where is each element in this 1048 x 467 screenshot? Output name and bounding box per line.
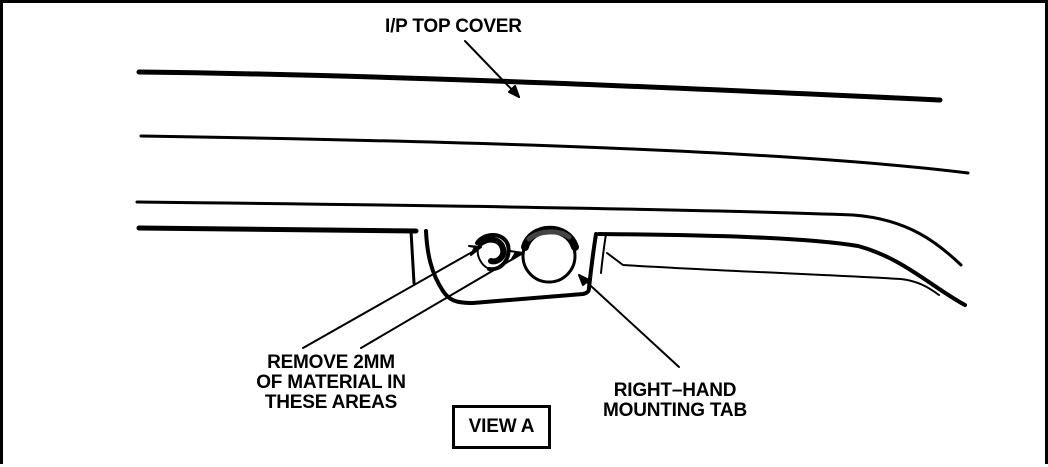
mounting-tab-line: RIGHT–HAND (613, 380, 737, 401)
instrument-panel-drawing (135, 40, 970, 368)
leader-remove-2 (360, 250, 524, 349)
bracket-right-wall (587, 232, 598, 290)
mounting-tab-line: MOUNTING TAB (603, 400, 747, 421)
leader-remove-1 (302, 245, 482, 349)
mounting-tab-circle (521, 225, 579, 284)
remove-material-label: REMOVE 2MM OF MATERIAL IN THESE AREAS (243, 353, 419, 413)
remove-material-line: THESE AREAS (264, 392, 398, 413)
top-cover-label: I/P TOP COVER (385, 16, 522, 37)
panel-contour-upper (139, 134, 970, 175)
top-cover-edge (136, 69, 943, 103)
leader-top-cover (464, 40, 520, 98)
panel-inner-right (606, 252, 940, 296)
remove-material-line: OF MATERIAL IN (256, 372, 406, 393)
panel-lower-edge-right (597, 232, 967, 307)
leader-mounting-tab (578, 274, 680, 368)
view-label-box: VIEW A (452, 405, 551, 449)
bracket-bottom (441, 286, 591, 305)
panel-contour-lower (135, 200, 963, 267)
bracket-left-wall (409, 229, 416, 285)
panel-lower-edge-left (136, 225, 419, 234)
mounting-tab-label: RIGHT–HAND MOUNTING TAB (587, 381, 763, 421)
bracket-right-inner (600, 233, 607, 274)
remove-material-line: REMOVE 2MM (267, 352, 395, 373)
view-label: VIEW A (468, 416, 535, 437)
bracket-left-inner (424, 229, 445, 293)
